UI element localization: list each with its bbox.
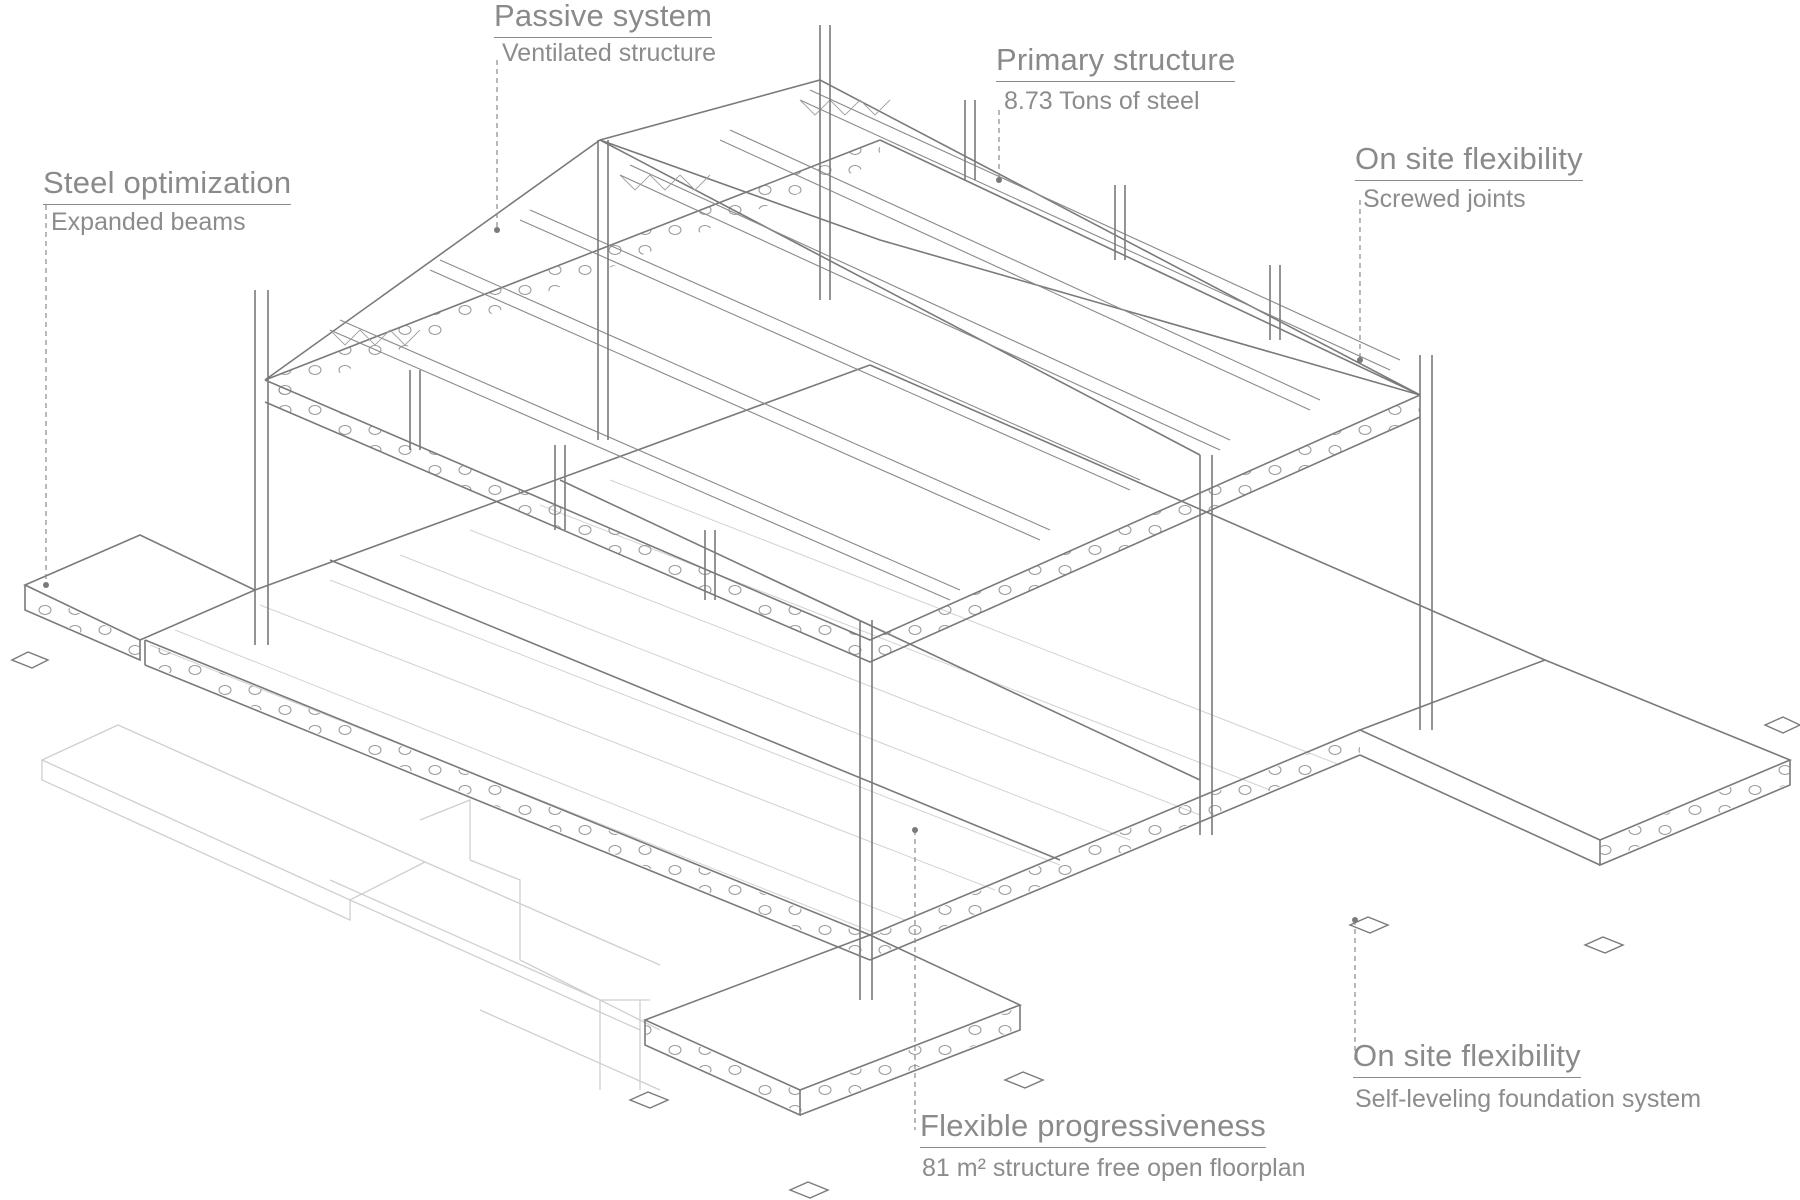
annotation-title: Primary structure [996, 43, 1236, 82]
leader-lines [45, 60, 1361, 1130]
expanded-beams [25, 140, 1790, 1113]
annotation-subtitle: Expanded beams [51, 208, 246, 236]
annotation-title: Steel optimization [43, 166, 292, 205]
annotation-subtitle: 8.73 Tons of steel [1004, 87, 1200, 115]
annotation-title: Passive system [494, 0, 713, 38]
roof-trusses [329, 89, 1401, 601]
annotation-subtitle: Ventilated structure [502, 39, 717, 67]
annotation-subtitle: Screwed joints [1363, 185, 1526, 213]
floor-deck [149, 479, 1341, 936]
annotation-title: On site flexibility [1355, 142, 1583, 181]
annotation-subtitle: 81 m² structure free open floorplan [922, 1154, 1306, 1182]
annotation-title: Flexible progressiveness [920, 1109, 1266, 1148]
columns [254, 25, 1433, 1000]
annotation-subtitle: Self-leveling foundation system [1355, 1085, 1702, 1113]
ramp-ghost [40, 724, 661, 1091]
leader-dots [43, 177, 1363, 923]
truss-lattice [329, 99, 891, 346]
floor-beams [23, 364, 1793, 1117]
foundation-pads [10, 651, 1800, 1199]
annotation-title: On site flexibility [1353, 1039, 1581, 1078]
